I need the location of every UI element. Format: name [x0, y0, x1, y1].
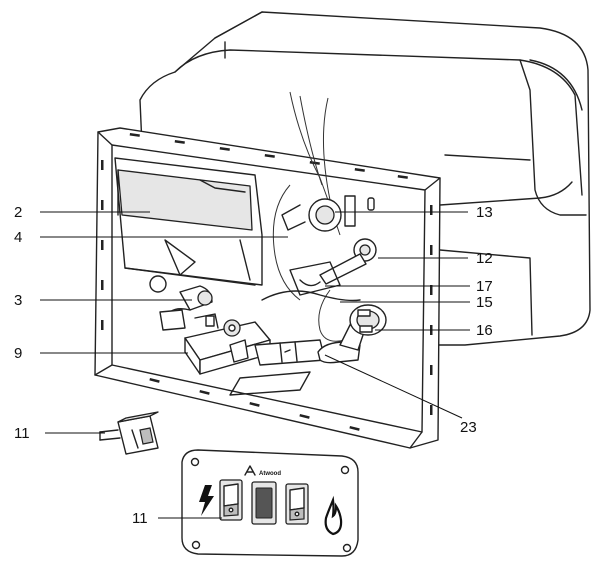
callout-17: 17 — [476, 278, 493, 295]
frame-slots — [101, 133, 433, 431]
callout-11a: 11 — [14, 425, 30, 442]
control-panel: Atwood — [181, 449, 359, 557]
callout-12: 12 — [476, 250, 493, 267]
leader-lines — [40, 211, 470, 519]
callout-15: 15 — [476, 294, 493, 311]
pilot-orifice — [149, 275, 213, 331]
leader-23 — [324, 354, 463, 419]
callout-2: 2 — [14, 204, 22, 221]
gas-switch[interactable] — [285, 483, 309, 525]
callout-9: 9 — [14, 345, 22, 362]
mounting-bracket — [261, 261, 361, 302]
panel-brand-text: Atwood — [259, 471, 281, 477]
thermal-cutoff — [349, 304, 387, 336]
callout-23: 23 — [460, 419, 477, 436]
spark-electrode — [319, 238, 377, 285]
indicator-light — [251, 481, 277, 525]
callout-13: 13 — [476, 204, 493, 221]
callout-3: 3 — [14, 292, 22, 309]
callout-16: 16 — [476, 322, 493, 339]
electric-switch[interactable] — [219, 479, 243, 521]
lightning-bolt-icon — [199, 485, 214, 516]
callout-11b: 11 — [132, 510, 148, 527]
gas-valve-manifold — [184, 313, 271, 375]
callout-4: 4 — [14, 229, 22, 246]
flame-icon — [324, 495, 343, 536]
brand-logo-icon — [244, 465, 256, 476]
thermostat-assembly — [281, 195, 375, 232]
combustion-chamber — [114, 157, 263, 286]
callout-labels: 2 4 3 9 11 11 13 12 17 15 16 23 — [14, 204, 493, 527]
rocker-switch — [99, 411, 159, 455]
